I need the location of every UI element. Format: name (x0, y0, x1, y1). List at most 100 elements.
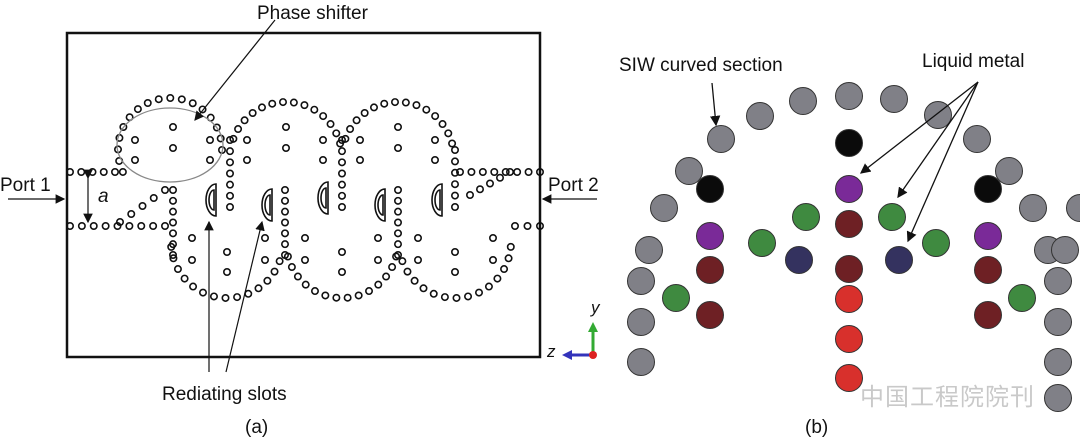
via-hole (412, 101, 421, 110)
via-hole (169, 196, 178, 205)
substrate-frame (65, 31, 542, 359)
darkred-post (974, 256, 1002, 284)
gray-post (627, 348, 655, 376)
liquid-metal-arrow-3 (906, 81, 979, 243)
caption-a: (a) (245, 417, 269, 438)
via-hole (138, 202, 147, 211)
via-hole (268, 99, 277, 108)
via-hole (77, 168, 86, 177)
via-hole (99, 168, 108, 177)
via-hole (478, 168, 487, 177)
via-hole (149, 194, 158, 203)
via-hole (240, 116, 249, 125)
purple-post (974, 222, 1002, 250)
via-hole (318, 156, 327, 165)
via-hole (337, 158, 346, 167)
gray-post (635, 236, 663, 264)
via-hole (465, 191, 474, 200)
via-hole (101, 222, 110, 231)
via-hole (422, 105, 431, 114)
via-hole (169, 186, 178, 195)
via-hole (430, 136, 439, 145)
via-hole (506, 242, 515, 251)
via-hole (223, 248, 232, 257)
green-post (1008, 284, 1036, 312)
via-hole (393, 196, 402, 205)
via-hole (393, 229, 402, 238)
radiating-slot (205, 183, 217, 217)
width-a-label: a (98, 186, 109, 207)
slot-arrow-2 (225, 220, 265, 373)
gray-post (835, 82, 863, 110)
phase-shifter-label: Phase shifter (257, 3, 368, 24)
via-hole (355, 156, 364, 165)
via-hole (346, 125, 355, 134)
green-post (922, 229, 950, 257)
via-hole (535, 222, 544, 231)
green-post (792, 203, 820, 231)
red-post (835, 285, 863, 313)
coordinate-axes (562, 322, 598, 360)
via-hole (118, 167, 127, 176)
via-hole (450, 203, 459, 212)
via-hole (393, 207, 402, 216)
via-hole (198, 288, 207, 297)
via-hole (390, 98, 399, 107)
via-hole (280, 229, 289, 238)
via-hole (254, 284, 263, 293)
gray-post (1051, 236, 1079, 264)
via-hole (355, 136, 364, 145)
darkred-post (696, 301, 724, 329)
via-hole (226, 203, 235, 212)
via-hole (310, 105, 319, 114)
liquid-metal-label: Liquid metal (922, 51, 1025, 72)
via-hole (137, 222, 146, 231)
via-hole (233, 293, 242, 302)
via-hole (337, 191, 346, 200)
via-hole (226, 136, 235, 145)
via-hole (154, 95, 163, 104)
slots-label: Rediating slots (162, 384, 287, 405)
via-hole (410, 276, 419, 285)
via-hole (401, 98, 410, 107)
via-hole (337, 169, 346, 178)
via-hole (287, 263, 296, 272)
via-hole (393, 186, 402, 195)
darkred-post (835, 255, 863, 283)
liquid-metal-arrow-1 (859, 81, 979, 174)
via-hole (66, 168, 75, 177)
via-hole (161, 186, 170, 195)
via-hole (475, 288, 484, 297)
via-hole (221, 293, 230, 302)
via-hole (209, 292, 218, 301)
via-hole (223, 267, 232, 276)
via-hole (337, 136, 346, 145)
radiating-slot (261, 188, 273, 222)
via-hole (289, 98, 298, 107)
via-hole (354, 291, 363, 300)
purple-post (835, 175, 863, 203)
via-hole (293, 272, 302, 281)
via-hole (143, 98, 152, 107)
gray-post (1044, 267, 1072, 295)
via-hole (393, 240, 402, 249)
radiating-slot (374, 188, 386, 222)
via-hole (280, 240, 289, 249)
via-hole (448, 139, 457, 148)
via-hole (243, 156, 252, 165)
via-hole (352, 116, 361, 125)
via-hole (226, 180, 235, 189)
via-hole (504, 254, 513, 263)
via-hole (131, 156, 140, 165)
via-hole (450, 191, 459, 200)
via-hole (280, 186, 289, 195)
via-hole (300, 101, 309, 110)
via-hole (169, 240, 178, 249)
via-hole (337, 147, 346, 156)
via-hole (450, 180, 459, 189)
via-hole (226, 191, 235, 200)
via-hole (429, 289, 438, 298)
via-hole (161, 222, 170, 231)
